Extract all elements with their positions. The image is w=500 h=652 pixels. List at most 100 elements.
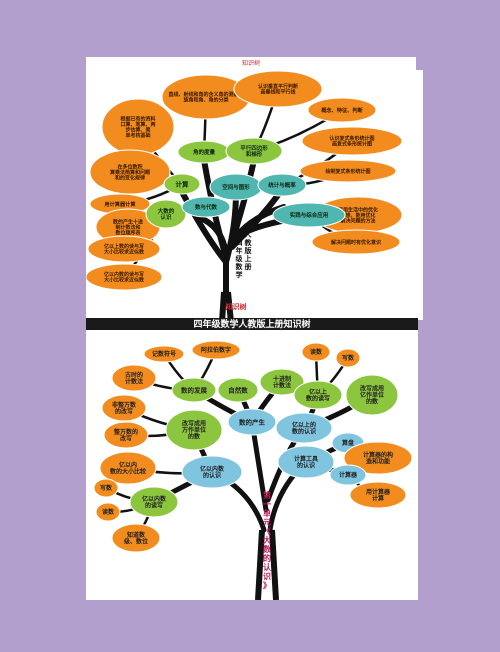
node-bubble [299, 159, 397, 183]
svg-text:级: 级 [235, 254, 244, 263]
tree-node: 写数 [335, 348, 361, 368]
svg-text:人: 人 [245, 230, 253, 239]
node-label: 亿以内数的认识 [200, 465, 225, 480]
node-bubble [225, 137, 283, 165]
tree-node: 计算工具的认识 [277, 445, 335, 479]
node-bubble [233, 70, 323, 108]
svg-text:册: 册 [245, 263, 252, 271]
node-label: 亿以内数的大小比较 [110, 461, 146, 476]
node-bubble [143, 345, 185, 363]
tree-node: 用计算器计算 [349, 481, 407, 509]
tree-node: 实践与综合应用 [272, 202, 346, 228]
node-label: 统计与概率 [268, 181, 296, 189]
tree-node: 十进制计数法 [259, 368, 305, 396]
tree-node: 认识复式条形统计图画复式条形统计图 [301, 126, 403, 156]
tree-node: 运用生活中的优化思想，能用优化解决问题的方法 [313, 196, 403, 234]
svg-text:数: 数 [236, 262, 244, 271]
tree-node: 阿拉伯数字 [191, 340, 241, 360]
node-label: 数的产生十进制计数法和数位顺序表 [113, 218, 143, 236]
tree-node: 亿以上数的读与写大小比较求近似数 [87, 235, 161, 263]
tree-node: 亿以内数的读写 [129, 486, 179, 518]
node-bubble [301, 342, 331, 362]
node-label: 数与代数 [195, 203, 218, 211]
node-bubble [165, 409, 223, 451]
node-label: 计算工具的认识 [294, 455, 318, 470]
svg-text:上: 上 [245, 254, 252, 263]
tree-node: 数的发展 [171, 377, 217, 403]
svg-text:《: 《 [263, 526, 271, 536]
tree-node: 古时的计数法 [111, 364, 157, 392]
caption-strip: 四年级数学人教版上册知识树 [86, 318, 418, 330]
tree-node: 亿以内数的大小比较 [99, 451, 157, 485]
node-bubble [257, 173, 307, 197]
node-label: 知道数级、数位 [123, 531, 148, 546]
node-label: 计算器 [339, 471, 358, 479]
node-bubble [217, 377, 259, 403]
card-edge [415, 70, 423, 320]
node-label: 自然数 [228, 385, 248, 394]
node-label: 整万数的改写 [113, 428, 138, 443]
node-label: 用计算器计算 [103, 200, 136, 208]
svg-text:四: 四 [236, 239, 243, 247]
node-bubble [181, 196, 231, 218]
node-label: 读数 [102, 508, 115, 516]
node-label: 阿拉伯数字 [201, 346, 231, 354]
node-bubble [259, 368, 305, 396]
tree-node: 数的产生 [227, 408, 277, 436]
tree-node: 概念、特征、判断 [307, 97, 377, 123]
node-label: 直线、射线和角的含义角的测量、旋角和角、角的分类 [168, 91, 243, 104]
node-label: 改写成用万作单位的数 [181, 420, 206, 441]
node-bubble [129, 486, 179, 518]
tree-node: 平行四边形和梯形 [225, 137, 283, 165]
tree-node: 读数 [95, 502, 121, 522]
node-label: 亿以上的数的认识 [292, 421, 316, 436]
tree-node: 亿以上的数的认识 [275, 412, 333, 444]
tree-node: 数与代数 [181, 196, 231, 218]
tree-node: 整万数的改写 [103, 421, 149, 449]
tree-node: 统计与概率 [257, 173, 307, 197]
node-label: 亿以上数的读与写大小比较求近似数 [104, 243, 145, 256]
tree-node: 亿以内数的认识 [181, 455, 243, 489]
svg-text:数: 数 [263, 544, 272, 554]
node-bubble [349, 481, 407, 509]
tree-node: 数的产生十进制计数法和数位顺序表 [95, 208, 161, 246]
tree-node: 亿以内数的读与写大小比较求近似数 [86, 263, 163, 291]
node-label: 用计算器计算 [365, 488, 391, 503]
node-bubble [307, 97, 377, 123]
svg-text:单: 单 [263, 508, 271, 518]
svg-text:年: 年 [236, 246, 243, 255]
node-bubble [87, 235, 161, 263]
caption-text: 四年级数学人教版上册知识树 [193, 320, 311, 330]
svg-text:的: 的 [263, 553, 271, 563]
tree-node: 知道数级、数位 [111, 523, 161, 553]
node-bubble [145, 199, 187, 229]
tree-node: 自然数 [217, 377, 259, 403]
node-bubble [89, 149, 171, 195]
node-label: 写数 [342, 354, 355, 362]
tree-node: 计算器的构造和功能 [343, 441, 413, 475]
knowledge-tree-bottom: 记数符号阿拉伯数字读数写数古时的计数法数的发展自然数十进制计数法亿以上数的读写改… [93, 340, 413, 600]
node-label: 算盘 [342, 439, 354, 447]
node-label: 在多位数积算乘法简算和问题和的变化规律 [110, 163, 151, 181]
tree-node: 绘制复式条形统计图 [299, 159, 397, 183]
tree-node: 大数的认识 [145, 199, 187, 229]
node-bubble [227, 408, 277, 436]
header-title: 知识树 [242, 59, 260, 67]
node-label: 改写成用亿作单位的数 [360, 385, 384, 406]
node-bubble [335, 348, 361, 368]
tree-node: 写数 [93, 478, 119, 498]
node-bubble [293, 380, 343, 410]
svg-text:》: 》 [263, 580, 271, 590]
node-label: 概念、特征、判断 [321, 106, 363, 114]
node-label: 数的产生 [239, 417, 266, 426]
node-label: 计算 [176, 179, 190, 188]
svg-text:大: 大 [263, 535, 271, 545]
tree-node: 解决问题时有优化意识 [311, 229, 401, 255]
knowledge-tree-bottom-card: 记数符号阿拉伯数字读数写数古时的计数法数的发展自然数十进制计数法亿以上数的读写改… [86, 330, 418, 600]
tree-node: 计算器 [329, 464, 367, 486]
node-label: 记数符号 [152, 350, 176, 358]
tree-node: 改写成用亿作单位的数 [345, 374, 399, 416]
node-bubble [272, 202, 346, 228]
node-label: 十进制计数法 [273, 375, 291, 390]
